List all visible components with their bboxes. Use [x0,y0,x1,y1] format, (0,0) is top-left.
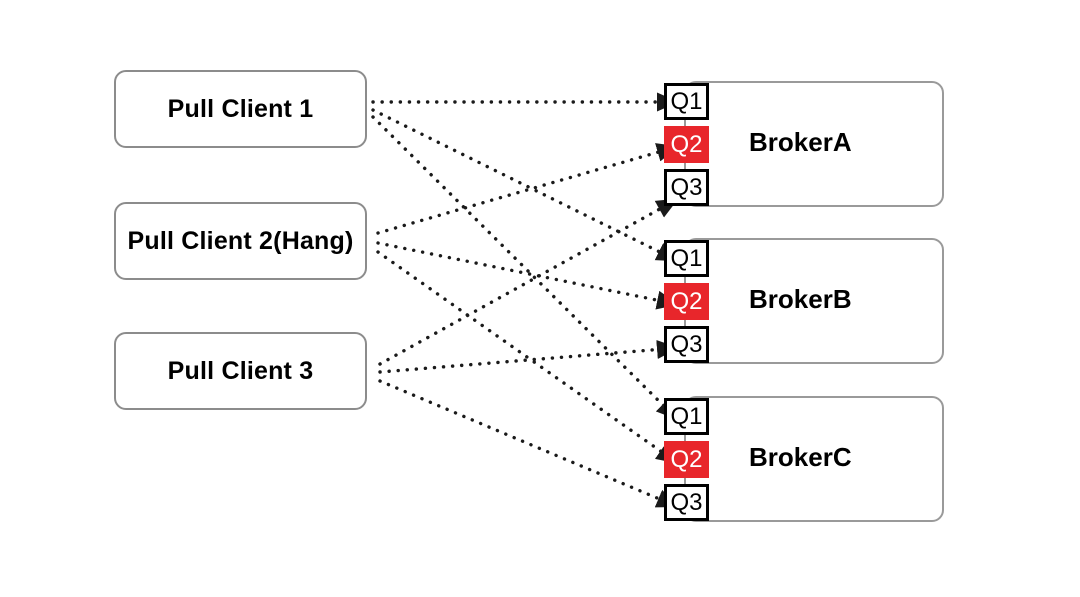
broker-label-brokerA: BrokerA [749,127,852,157]
queue-box-brokerC-Q2[interactable]: Q2 [664,441,709,478]
client-box-client3[interactable]: Pull Client 3 [114,332,367,410]
queue-box-brokerA-Q2[interactable]: Q2 [664,126,709,163]
queue-box-brokerB-Q2[interactable]: Q2 [664,283,709,320]
broker-box-brokerC[interactable] [684,396,944,522]
queue-box-brokerB-Q1[interactable]: Q1 [664,240,709,277]
queue-box-brokerA-Q3[interactable]: Q3 [664,169,709,206]
queue-label: Q3 [670,488,703,516]
queue-box-brokerB-Q3[interactable]: Q3 [664,326,709,363]
queue-label: Q3 [670,330,703,358]
client-label: Pull Client 2(Hang) [127,226,354,255]
queue-label: Q1 [670,402,703,430]
queue-label: Q1 [670,87,703,115]
queue-label: Q2 [670,445,703,473]
queue-label: Q2 [670,130,703,158]
connector-c3-a3 [378,198,679,366]
client-label: Pull Client 1 [167,94,314,123]
connector-c2-a2 [376,143,679,235]
queue-label: Q1 [670,244,703,272]
connector-c1-c1 [371,115,678,420]
broker-label-brokerB: BrokerB [749,284,852,314]
connector-c2-c2 [376,250,679,464]
broker-box-brokerB[interactable] [684,238,944,364]
client-label: Pull Client 3 [167,356,314,385]
queue-box-brokerA-Q1[interactable]: Q1 [664,83,709,120]
client-box-client1[interactable]: Pull Client 1 [114,70,367,148]
queue-box-brokerC-Q1[interactable]: Q1 [664,398,709,435]
connector-c3-b3 [378,340,679,374]
queue-label: Q2 [670,287,703,315]
connector-c3-c3 [378,379,679,508]
queue-box-brokerC-Q3[interactable]: Q3 [664,484,709,521]
broker-box-brokerA[interactable] [684,81,944,207]
queue-label: Q3 [670,173,703,201]
client-box-client2[interactable]: Pull Client 2(Hang) [114,202,367,280]
connector-group [371,92,679,508]
connector-c2-b2 [376,241,679,310]
connector-c1-b1 [371,108,679,262]
broker-label-brokerC: BrokerC [749,442,852,472]
